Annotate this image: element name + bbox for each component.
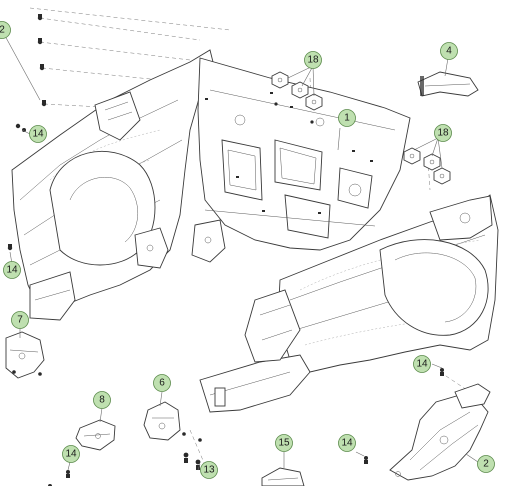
callout-label: 8 xyxy=(99,395,105,406)
bolt-set-left xyxy=(7,14,47,251)
callout-badge-1: 1 xyxy=(338,109,356,127)
callout-label: 7 xyxy=(17,315,23,326)
bolt-icon xyxy=(15,123,21,129)
callout-label: 18 xyxy=(437,128,449,139)
callout-label: 14 xyxy=(6,265,18,276)
nut-icon xyxy=(291,81,309,99)
callout-badge-2: 2 xyxy=(0,21,11,39)
callout-label: 14 xyxy=(341,438,353,449)
callout-badge-8: 8 xyxy=(93,391,111,409)
callout-badge-14: 14 xyxy=(3,261,21,279)
callout-label: 4 xyxy=(446,46,452,57)
bolt-icon xyxy=(39,64,45,71)
callout-badge-18: 18 xyxy=(434,124,452,142)
callout-badge-14: 14 xyxy=(29,125,47,143)
bolt-icon xyxy=(37,38,43,45)
clip-icon xyxy=(66,470,70,478)
callout-label: 15 xyxy=(278,438,290,449)
front-side-member-right xyxy=(199,194,499,413)
dash-panel xyxy=(197,57,411,251)
nut-icon xyxy=(423,153,441,171)
clip-icon xyxy=(364,456,368,464)
bracket-part-7 xyxy=(5,331,45,379)
callout-badge-13: 13 xyxy=(200,461,218,479)
bracket-part-2-lower xyxy=(389,383,491,481)
bolt-icon xyxy=(22,128,26,132)
callout-badge-14: 14 xyxy=(338,434,356,452)
nut-icon xyxy=(305,93,323,111)
callout-label: 14 xyxy=(416,359,428,370)
bolt-set-13 xyxy=(183,452,201,470)
callout-badge-2: 2 xyxy=(477,455,495,473)
bracket-part-8 xyxy=(75,419,116,451)
bolt-icon xyxy=(37,14,43,21)
callout-label: 13 xyxy=(203,465,215,476)
bolt-icon xyxy=(7,244,13,251)
nut-set-18-upper xyxy=(271,71,323,124)
bolt-icon xyxy=(41,100,47,107)
callout-badge-15: 15 xyxy=(275,434,293,452)
callout-badge-7: 7 xyxy=(11,311,29,329)
callout-badge-6: 6 xyxy=(153,374,171,392)
nut-icon xyxy=(433,167,451,185)
upper-bracket-part-4 xyxy=(417,71,479,97)
clip-set-14-lower xyxy=(48,368,444,486)
callout-label: 14 xyxy=(32,129,44,140)
bracket-part-6 xyxy=(143,401,202,442)
nut-icon xyxy=(271,71,289,89)
front-body-structure xyxy=(11,49,226,321)
nut-set-18-lower xyxy=(403,147,451,185)
callout-badge-14: 14 xyxy=(413,355,431,373)
callout-label: 14 xyxy=(65,449,77,460)
leader-lines xyxy=(3,33,479,471)
callout-label: 18 xyxy=(307,55,319,66)
callout-label: 1 xyxy=(344,113,350,124)
callout-label: 2 xyxy=(483,459,489,470)
bolt-icon xyxy=(183,452,189,463)
bolt-icon xyxy=(195,459,201,470)
nut-icon xyxy=(403,147,421,165)
callout-label: 6 xyxy=(159,378,165,389)
callout-badge-4: 4 xyxy=(440,42,458,60)
callouts: 2 14 14 7 18 4 1 18 xyxy=(0,21,495,479)
bracket-part-15 xyxy=(261,467,305,486)
clip-icon xyxy=(440,368,444,376)
callout-label: 2 xyxy=(0,25,5,36)
callout-badge-18: 18 xyxy=(304,51,322,69)
callout-badge-14: 14 xyxy=(62,445,80,463)
